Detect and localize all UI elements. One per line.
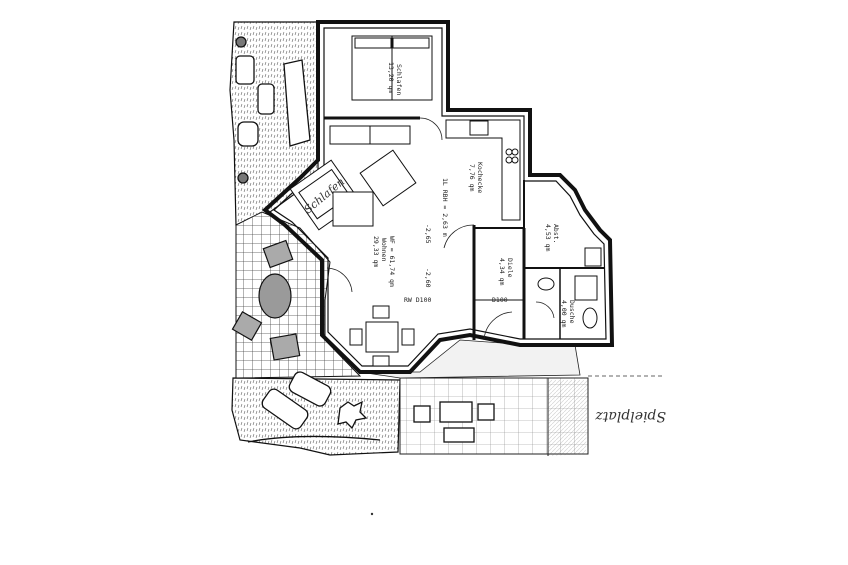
room-name-diele: Diele: [506, 258, 514, 278]
room-area-schlafen: 13,20 qm: [387, 62, 395, 93]
building-walls: [261, 20, 615, 374]
bed: [351, 35, 433, 101]
room-area-diele: 4,34 qm: [498, 258, 506, 285]
room-name-wohnen: Wohnen: [380, 238, 388, 262]
interior-walls: [324, 116, 604, 340]
room-name-dusche: Dusche: [568, 300, 576, 324]
door-label-1: RW D100: [404, 296, 431, 304]
annotation-wf: WF = 61,74 qm: [388, 236, 396, 287]
garden-chairs: [235, 36, 495, 443]
room-labels: Schlafen 13,20 qm Kochecke 7,76 qm 1L RB…: [372, 62, 576, 327]
room-area-abst: 4,53 qm: [544, 224, 552, 251]
annotation-height: 1L RBH = 2,63 m: [441, 178, 449, 237]
bathroom-fixtures: [537, 247, 602, 329]
level-marker-1: -2,65: [424, 224, 432, 244]
room-name-kochecke: Kochecke: [476, 162, 484, 193]
door-label-2: D100: [492, 296, 508, 304]
door-swings: [326, 117, 555, 341]
scan-dot: [370, 512, 374, 516]
room-area-kochecke: 7,76 qm: [468, 164, 476, 191]
room-name-abst: Abst.: [552, 224, 560, 244]
room-name-schlafen: Schlafen: [395, 64, 403, 95]
level-marker-2: -2,60: [424, 268, 432, 288]
room-area-wohnen: 29,33 qm: [372, 236, 380, 267]
terrace-furniture: [231, 239, 301, 361]
kitchen-counter: [445, 119, 521, 221]
dining-table: [349, 305, 415, 367]
sofa-group: [289, 149, 417, 231]
handwritten-margin-note: Spielplatz: [595, 408, 666, 424]
room-area-dusche: 4,00 qm: [560, 300, 568, 327]
